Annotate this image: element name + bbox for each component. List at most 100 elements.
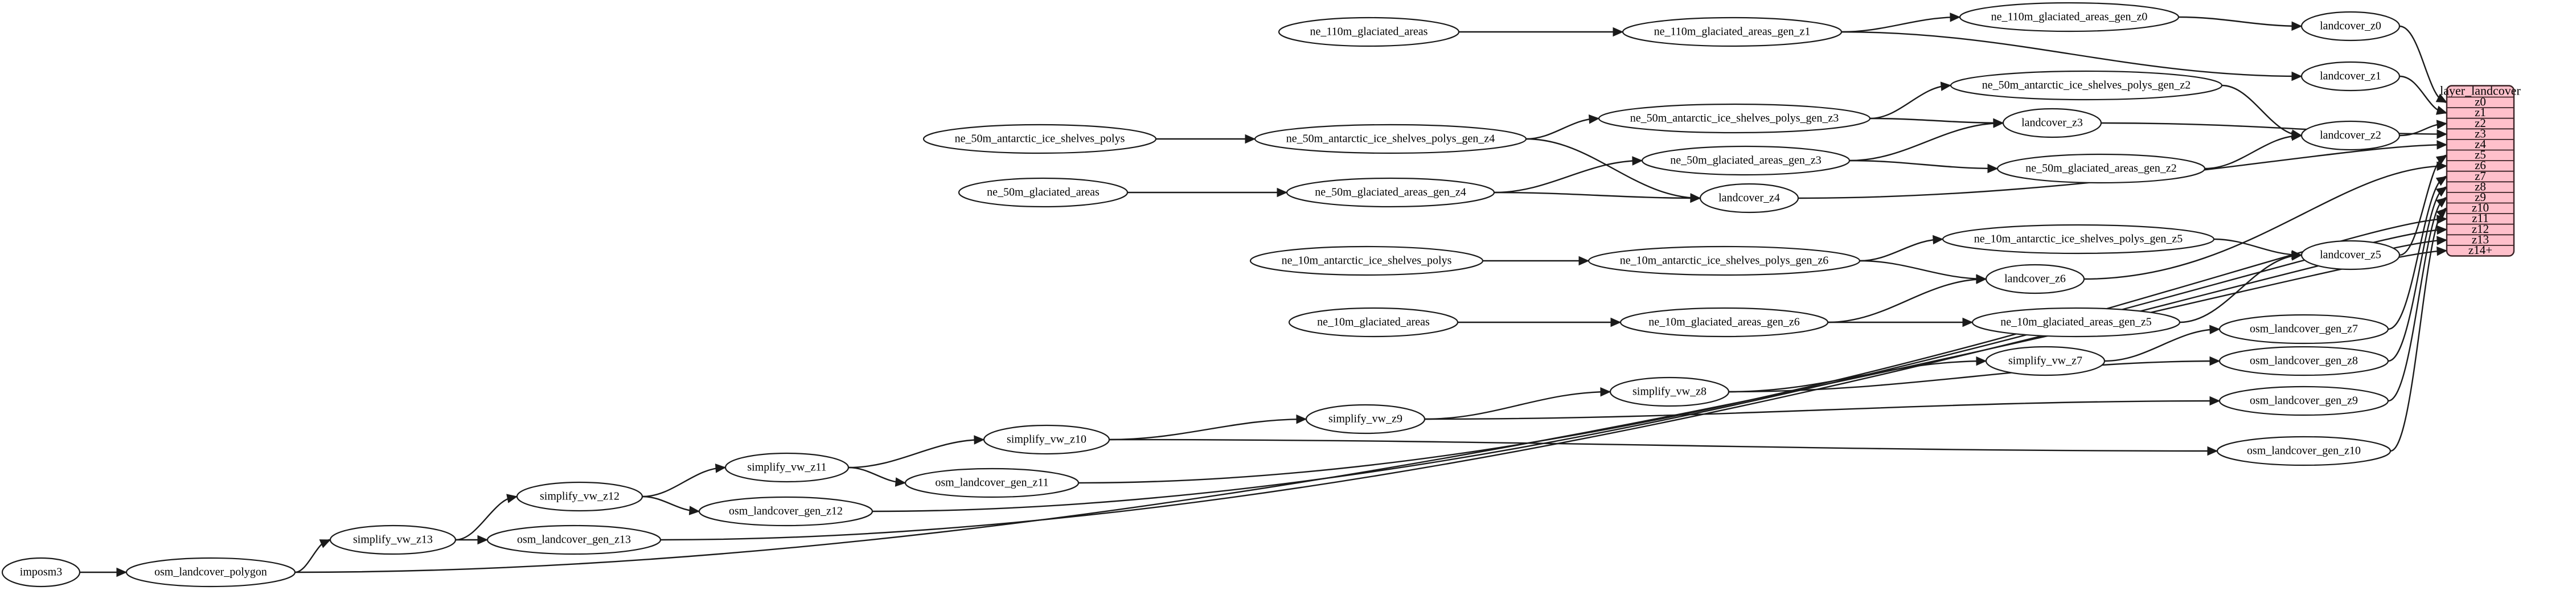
node-landcover_z1[interactable]: landcover_z1 xyxy=(2300,61,2401,92)
node-ellipse[interactable] xyxy=(1609,376,1730,407)
node-ellipse[interactable] xyxy=(983,424,1110,455)
table-row-z13[interactable]: z13 xyxy=(2447,232,2514,246)
node-ne_50m_glaciated_areas[interactable]: ne_50m_glaciated_areas xyxy=(958,177,1129,208)
node-ne_10m_glaciated_areas_gen_z5[interactable]: ne_10m_glaciated_areas_gen_z5 xyxy=(1971,307,2181,338)
node-ne_110m_glaciated_areas[interactable]: ne_110m_glaciated_areas xyxy=(1278,17,1460,47)
table-row-z14+[interactable]: z14+ xyxy=(2447,243,2514,257)
node-osm_landcover_gen_z9[interactable]: osm_landcover_gen_z9 xyxy=(2218,386,2389,416)
node-imposm3[interactable]: imposm3 xyxy=(1,557,81,588)
node-landcover_z5[interactable]: landcover_z5 xyxy=(2300,240,2401,270)
node-ellipse[interactable] xyxy=(922,124,1157,154)
node-ellipse[interactable] xyxy=(1959,2,2180,32)
node-ellipse[interactable] xyxy=(698,496,873,527)
node-ne_50m_glaciated_areas_gen_z3[interactable]: ne_50m_glaciated_areas_gen_z3 xyxy=(1641,145,1851,176)
table-row-z1[interactable]: z1 xyxy=(2447,105,2514,119)
node-ellipse[interactable] xyxy=(1,557,81,588)
node-ellipse[interactable] xyxy=(1996,153,2206,184)
node-osm_landcover_gen_z11[interactable]: osm_landcover_gen_z11 xyxy=(904,468,1080,498)
node-ellipse[interactable] xyxy=(1286,177,1495,208)
node-ellipse[interactable] xyxy=(329,524,457,555)
table-row-z9[interactable]: z9 xyxy=(2447,190,2514,204)
node-ellipse[interactable] xyxy=(904,468,1080,498)
node-label: simplify_vw_z10 xyxy=(1007,433,1086,446)
node-ellipse[interactable] xyxy=(1598,103,1871,134)
node-ne_10m_antarctic_ice_shelves_polys_gen_z5[interactable]: ne_10m_antarctic_ice_shelves_polys_gen_z… xyxy=(1942,224,2215,255)
node-ellipse[interactable] xyxy=(1641,145,1851,176)
node-ellipse[interactable] xyxy=(2300,240,2401,270)
node-ellipse[interactable] xyxy=(1619,307,1829,338)
node-ne_50m_antarctic_ice_shelves_polys_gen_z2[interactable]: ne_50m_antarctic_ice_shelves_polys_gen_z… xyxy=(1950,70,2223,101)
node-ellipse[interactable] xyxy=(1278,17,1460,47)
layer-landcover-table[interactable]: layer_landcoverz0z1z2z3z4z5z6z7z8z9z10z1… xyxy=(2440,84,2521,257)
node-simplify_vw_z7[interactable]: simplify_vw_z7 xyxy=(1985,346,2106,376)
node-ellipse[interactable] xyxy=(1305,404,1426,434)
node-ellipse[interactable] xyxy=(516,481,643,512)
table-row-z10[interactable]: z10 xyxy=(2447,201,2514,215)
node-ellipse[interactable] xyxy=(1942,224,2215,255)
node-osm_landcover_gen_z7[interactable]: osm_landcover_gen_z7 xyxy=(2218,314,2389,345)
node-ne_50m_antarctic_ice_shelves_polys_gen_z4[interactable]: ne_50m_antarctic_ice_shelves_polys_gen_z… xyxy=(1254,124,1527,154)
node-ne_10m_antarctic_ice_shelves_polys_gen_z6[interactable]: ne_10m_antarctic_ice_shelves_polys_gen_z… xyxy=(1588,245,1861,276)
node-ellipse[interactable] xyxy=(2300,120,2401,151)
node-ellipse[interactable] xyxy=(724,452,850,483)
node-ellipse[interactable] xyxy=(2218,314,2389,345)
node-simplify_vw_z10[interactable]: simplify_vw_z10 xyxy=(983,424,1110,455)
node-simplify_vw_z8[interactable]: simplify_vw_z8 xyxy=(1609,376,1730,407)
node-landcover_z0[interactable]: landcover_z0 xyxy=(2300,11,2401,42)
node-simplify_vw_z13[interactable]: simplify_vw_z13 xyxy=(329,524,457,555)
node-ellipse[interactable] xyxy=(958,177,1129,208)
node-ellipse[interactable] xyxy=(1985,346,2106,376)
node-osm_landcover_gen_z8[interactable]: osm_landcover_gen_z8 xyxy=(2218,346,2389,376)
node-label: landcover_z0 xyxy=(2320,20,2381,32)
node-simplify_vw_z11[interactable]: simplify_vw_z11 xyxy=(724,452,850,483)
node-ellipse[interactable] xyxy=(1985,264,2085,294)
node-osm_landcover_polygon[interactable]: osm_landcover_polygon xyxy=(125,557,296,588)
table-row-z11[interactable]: z11 xyxy=(2447,211,2514,225)
node-ne_50m_antarctic_ice_shelves_polys_gen_z3[interactable]: ne_50m_antarctic_ice_shelves_polys_gen_z… xyxy=(1598,103,1871,134)
table-row-z0[interactable]: z0 xyxy=(2447,95,2514,109)
node-ne_50m_glaciated_areas_gen_z4[interactable]: ne_50m_glaciated_areas_gen_z4 xyxy=(1286,177,1495,208)
table-row-z12[interactable]: z12 xyxy=(2447,222,2514,236)
node-ne_50m_antarctic_ice_shelves_polys[interactable]: ne_50m_antarctic_ice_shelves_polys xyxy=(922,124,1157,154)
table-row-z8[interactable]: z8 xyxy=(2447,179,2514,193)
node-ellipse[interactable] xyxy=(2216,436,2392,466)
node-ellipse[interactable] xyxy=(486,524,662,555)
node-landcover_z2[interactable]: landcover_z2 xyxy=(2300,120,2401,151)
node-label: ne_10m_glaciated_areas xyxy=(1317,316,1430,329)
node-ellipse[interactable] xyxy=(1254,124,1527,154)
node-ellipse[interactable] xyxy=(1699,183,1799,214)
node-ellipse[interactable] xyxy=(1950,70,2223,101)
node-ellipse[interactable] xyxy=(125,557,296,588)
node-ellipse[interactable] xyxy=(2218,346,2389,376)
node-ellipse[interactable] xyxy=(1971,307,2181,338)
node-ellipse[interactable] xyxy=(2300,61,2401,92)
node-ne_10m_antarctic_ice_shelves_polys[interactable]: ne_10m_antarctic_ice_shelves_polys xyxy=(1249,245,1484,276)
table-row-z5[interactable]: z5 xyxy=(2447,148,2514,162)
table-row-z6[interactable]: z6 xyxy=(2447,158,2514,172)
node-ellipse[interactable] xyxy=(2218,386,2389,416)
node-simplify_vw_z9[interactable]: simplify_vw_z9 xyxy=(1305,404,1426,434)
node-osm_landcover_gen_z13[interactable]: osm_landcover_gen_z13 xyxy=(486,524,662,555)
node-ne_110m_glaciated_areas_gen_z0[interactable]: ne_110m_glaciated_areas_gen_z0 xyxy=(1959,2,2180,32)
node-ellipse[interactable] xyxy=(2002,108,2102,138)
table-row-z3[interactable]: z3 xyxy=(2447,126,2514,140)
table-row-z7[interactable]: z7 xyxy=(2447,169,2514,183)
node-ne_50m_glaciated_areas_gen_z2[interactable]: ne_50m_glaciated_areas_gen_z2 xyxy=(1996,153,2206,184)
table-row-z4[interactable]: z4 xyxy=(2447,137,2514,151)
node-simplify_vw_z12[interactable]: simplify_vw_z12 xyxy=(516,481,643,512)
table-row-z2[interactable]: z2 xyxy=(2447,116,2514,130)
node-ne_10m_glaciated_areas[interactable]: ne_10m_glaciated_areas xyxy=(1288,307,1459,338)
node-ellipse[interactable] xyxy=(1588,245,1861,276)
node-landcover_z4[interactable]: landcover_z4 xyxy=(1699,183,1799,214)
node-ellipse[interactable] xyxy=(2300,11,2401,42)
node-ne_10m_glaciated_areas_gen_z6[interactable]: ne_10m_glaciated_areas_gen_z6 xyxy=(1619,307,1829,338)
node-osm_landcover_gen_z10[interactable]: osm_landcover_gen_z10 xyxy=(2216,436,2392,466)
node-ne_110m_glaciated_areas_gen_z1[interactable]: ne_110m_glaciated_areas_gen_z1 xyxy=(1622,17,1843,47)
node-osm_landcover_gen_z12[interactable]: osm_landcover_gen_z12 xyxy=(698,496,873,527)
node-landcover_z6[interactable]: landcover_z6 xyxy=(1985,264,2085,294)
node-landcover_z3[interactable]: landcover_z3 xyxy=(2002,108,2102,138)
node-ellipse[interactable] xyxy=(1249,245,1484,276)
node-ellipse[interactable] xyxy=(1622,17,1843,47)
arrowhead xyxy=(2209,356,2221,366)
node-ellipse[interactable] xyxy=(1288,307,1459,338)
